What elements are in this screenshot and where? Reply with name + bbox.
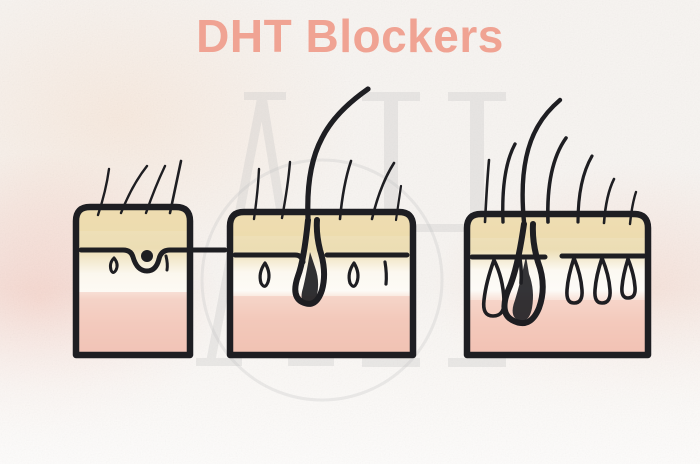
hairs-stage-3 bbox=[483, 97, 638, 226]
page-title: DHT Blockers bbox=[196, 10, 504, 62]
follicle-main-1 bbox=[78, 247, 228, 274]
skin-outline-3 bbox=[463, 210, 652, 359]
dermis-line-3 bbox=[469, 253, 647, 260]
diagram-stage-2 bbox=[226, 86, 417, 359]
watermark-circle bbox=[200, 158, 444, 402]
skin-outline-1 bbox=[72, 203, 194, 359]
dormant-follicles-2 bbox=[258, 260, 388, 288]
skin-outline-2 bbox=[226, 208, 417, 359]
hairs-stage-2 bbox=[252, 86, 403, 222]
diagram-stage-3 bbox=[463, 97, 652, 359]
dermis-line-2 bbox=[232, 252, 410, 265]
follicle-main-2 bbox=[292, 217, 328, 307]
watermark-letters bbox=[196, 92, 506, 367]
dormant-follicles-3 bbox=[481, 256, 637, 318]
follicle-main-3 bbox=[501, 221, 546, 326]
diagram-stage-1 bbox=[72, 159, 228, 359]
hairs-stage-1 bbox=[96, 159, 183, 217]
follicle-bulb-1 bbox=[141, 250, 153, 262]
dormant-follicles-1 bbox=[108, 254, 169, 274]
